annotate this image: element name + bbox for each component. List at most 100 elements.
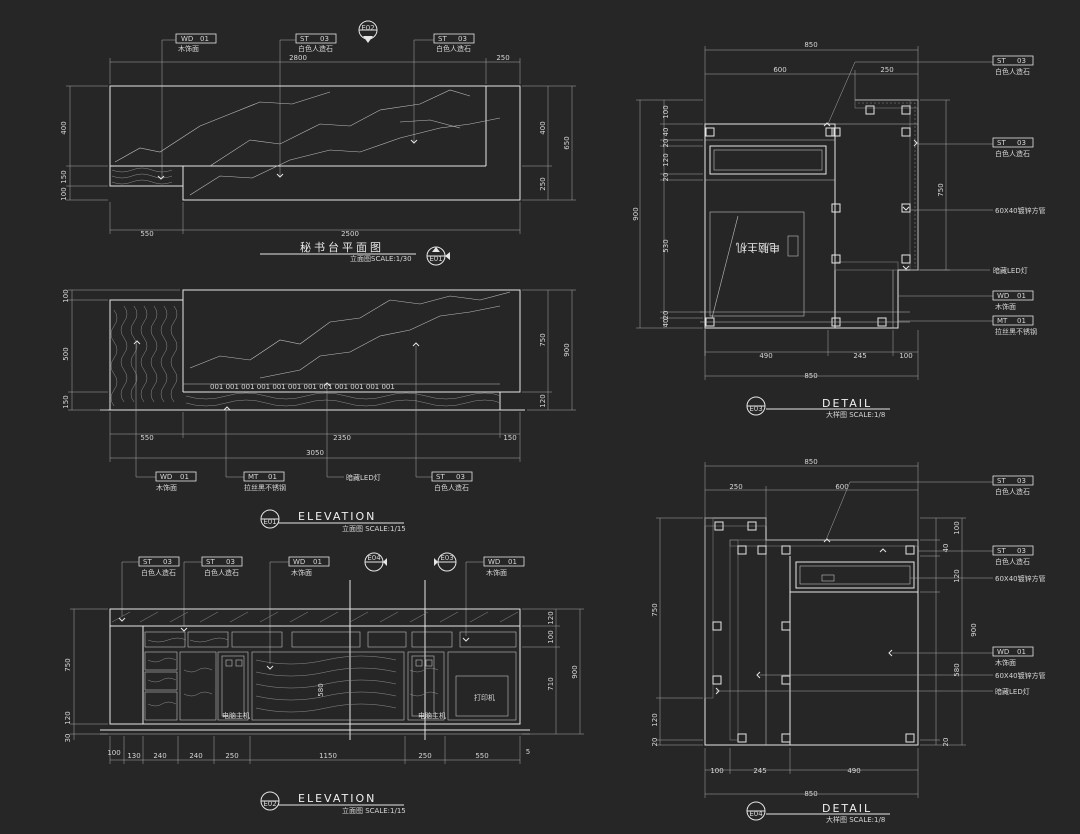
svg-text:750: 750 — [539, 333, 547, 346]
tag-st03-d1-a: ST 03 白色人造石 — [992, 55, 1034, 76]
elev2-title: ELEVATION — [298, 792, 376, 805]
svg-text:710: 710 — [547, 677, 555, 690]
tag-st03-d2-a: ST 03 白色人造石 — [992, 475, 1034, 496]
svg-text:100: 100 — [547, 630, 555, 643]
note-printer: 打印机 — [474, 693, 495, 702]
tag-mt01-d1: MT 01 拉丝黑不锈钢 — [992, 315, 1037, 336]
svg-text:500: 500 — [62, 347, 70, 360]
svg-text:530: 530 — [662, 239, 670, 252]
note-host-left: 电脑主机 — [222, 711, 250, 720]
led-strip-labels: 001 001 001 001 001 001 001 001 001 001 … — [210, 383, 395, 391]
svg-text:MT: MT — [997, 317, 1008, 325]
svg-text:001 001 001 001 001 001: 001 001 001 001 001 001 001 001 001 001 … — [210, 383, 395, 391]
svg-text:WD: WD — [181, 35, 193, 43]
plan-dim-top-1: 2800 — [289, 54, 307, 62]
svg-text:400: 400 — [60, 121, 68, 134]
svg-text:白色人造石: 白色人造石 — [204, 568, 239, 577]
svg-text:3050: 3050 — [306, 449, 324, 457]
svg-text:E01: E01 — [429, 255, 442, 263]
svg-text:拉丝黑不锈钢: 拉丝黑不锈钢 — [995, 327, 1037, 336]
elevation-view-2: ST 03 白色人造石 ST 03 白色人造石 WD 01 木饰面 WD 01 … — [64, 552, 584, 815]
svg-text:250: 250 — [880, 66, 893, 74]
svg-text:03: 03 — [458, 35, 467, 43]
svg-text:400: 400 — [539, 121, 547, 134]
tag-wd01-plan: WD 01 木饰面 — [175, 33, 217, 53]
svg-text:850: 850 — [804, 372, 817, 380]
svg-text:木饰面: 木饰面 — [995, 658, 1016, 667]
svg-text:900: 900 — [970, 623, 978, 636]
svg-text:ST: ST — [997, 477, 1006, 485]
tag-st03-d1-b: ST 03 白色人造石 — [992, 137, 1034, 158]
svg-text:250: 250 — [418, 752, 431, 760]
svg-text:245: 245 — [853, 352, 866, 360]
svg-text:WD: WD — [997, 292, 1009, 300]
svg-text:2500: 2500 — [341, 230, 359, 238]
svg-text:900: 900 — [563, 343, 571, 356]
svg-text:01: 01 — [508, 558, 517, 566]
svg-text:850: 850 — [804, 790, 817, 798]
svg-text:120: 120 — [953, 569, 961, 582]
tag-mt01-e1: MT 01 拉丝黑不锈钢 — [243, 471, 286, 492]
tag-st03-e2-a: ST 03 白色人造石 — [138, 556, 180, 577]
svg-text:木饰面: 木饰面 — [156, 483, 177, 492]
tag-wd01-d1: WD 01 木饰面 — [992, 290, 1034, 311]
svg-text:木饰面: 木饰面 — [486, 568, 507, 577]
svg-text:ST: ST — [997, 139, 1006, 147]
svg-text:850: 850 — [804, 41, 817, 49]
svg-text:120: 120 — [64, 711, 72, 724]
tag-st03-plan-b: ST 03 白色人造石 — [433, 33, 475, 53]
svg-text:WD: WD — [293, 558, 305, 566]
svg-text:MT: MT — [248, 473, 259, 481]
svg-text:240: 240 — [189, 752, 202, 760]
svg-text:立面图 SCALE:1/15: 立面图 SCALE:1/15 — [342, 524, 406, 533]
svg-text:立面图 SCALE:1/15: 立面图 SCALE:1/15 — [342, 806, 406, 815]
plan-scale: 立面图SCALE:1/30 — [350, 254, 412, 263]
note-led-d2: 暗藏LED灯 — [995, 687, 1030, 696]
note-host-detail: 电脑主机 — [736, 241, 780, 255]
svg-text:03: 03 — [1017, 139, 1026, 147]
tag-st03-e2-b: ST 03 白色人造石 — [201, 556, 243, 577]
svg-text:01: 01 — [1017, 648, 1026, 656]
svg-text:01: 01 — [1017, 292, 1026, 300]
svg-text:650: 650 — [563, 136, 571, 149]
svg-text:白色人造石: 白色人造石 — [436, 44, 471, 53]
svg-text:01: 01 — [180, 473, 189, 481]
svg-text:5: 5 — [526, 748, 530, 756]
svg-text:750: 750 — [937, 183, 945, 196]
detail1-title: DETAIL — [822, 397, 872, 410]
svg-text:490: 490 — [759, 352, 772, 360]
svg-text:白色人造石: 白色人造石 — [995, 149, 1030, 158]
svg-text:03: 03 — [1017, 57, 1026, 65]
svg-text:ST: ST — [436, 473, 445, 481]
svg-text:ST: ST — [438, 35, 447, 43]
svg-text:白色人造石: 白色人造石 — [141, 568, 176, 577]
note-host-right: 电脑主机 — [418, 711, 446, 720]
svg-text:01: 01 — [200, 35, 209, 43]
svg-text:03: 03 — [456, 473, 465, 481]
svg-text:01: 01 — [268, 473, 277, 481]
detail2-title: DETAIL — [822, 802, 872, 815]
svg-text:20: 20 — [662, 311, 670, 320]
svg-text:E04: E04 — [749, 810, 763, 818]
tag-wd01-e1: WD 01 木饰面 — [155, 471, 197, 492]
detail-view-2: 850 250 600 — [651, 458, 1046, 824]
svg-text:ST: ST — [206, 558, 215, 566]
svg-text:250: 250 — [539, 177, 547, 190]
svg-text:100: 100 — [62, 289, 70, 302]
svg-text:120: 120 — [651, 713, 659, 726]
svg-text:木饰面: 木饰面 — [178, 44, 199, 53]
svg-text:130: 130 — [127, 752, 140, 760]
svg-text:20: 20 — [662, 173, 670, 182]
svg-text:100: 100 — [953, 521, 961, 534]
svg-text:ST: ST — [997, 547, 1006, 555]
svg-text:490: 490 — [847, 767, 860, 775]
svg-text:WD: WD — [160, 473, 172, 481]
svg-text:白色人造石: 白色人造石 — [298, 44, 333, 53]
svg-text:600: 600 — [773, 66, 786, 74]
svg-text:03: 03 — [320, 35, 329, 43]
svg-text:01: 01 — [313, 558, 322, 566]
svg-text:20: 20 — [651, 738, 659, 747]
svg-text:木饰面: 木饰面 — [291, 568, 312, 577]
svg-text:白色人造石: 白色人造石 — [995, 487, 1030, 496]
svg-text:40: 40 — [942, 544, 950, 553]
